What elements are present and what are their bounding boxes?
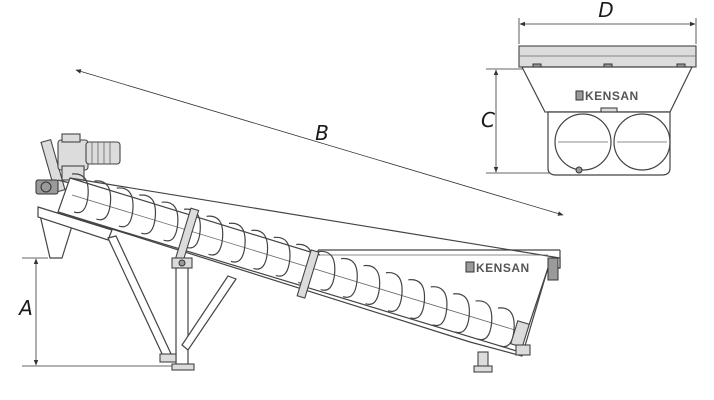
pulley-icon [40,181,52,193]
main-conveyor: KENSAN [35,133,561,373]
dimension-d: D [518,0,697,44]
dimension-b-label: B [315,121,329,145]
dimension-a: A [17,257,185,367]
drain-plug-icon [575,166,583,174]
screw-flight [497,307,515,348]
drive-assembly [35,133,121,195]
screw-flight [318,250,336,291]
screw-flight [116,187,134,228]
screw-flight [139,194,157,235]
pivot-icon [178,259,186,267]
screw-flight [408,279,426,320]
screw-flight [228,222,246,263]
screw-flight [363,264,381,305]
screw-flight [430,286,448,327]
dimension-b: B [75,69,564,216]
screw-flights [71,173,515,348]
support-frame [107,235,493,373]
screw-flight [475,300,493,341]
screw-flight [385,272,403,312]
brand-logo-icon [575,90,584,101]
screw-flight [273,236,291,277]
dimension-c-label: C [481,108,495,132]
dimension-a-label: A [17,296,33,320]
brand-logo-icon [465,261,475,273]
screw-flight [251,229,269,270]
flange-joint [296,249,320,299]
screw-flight [340,257,358,298]
screw-flight [206,215,224,256]
screw-flight [71,173,89,214]
screw-flight [453,293,470,334]
dimension-d-label: D [598,0,613,22]
end-view-brand: KENSAN [585,89,639,103]
screw-flight [94,180,112,221]
main-view-brand: KENSAN [476,261,530,275]
screw-flight [161,201,179,242]
end-view: KENSAN [518,45,697,176]
